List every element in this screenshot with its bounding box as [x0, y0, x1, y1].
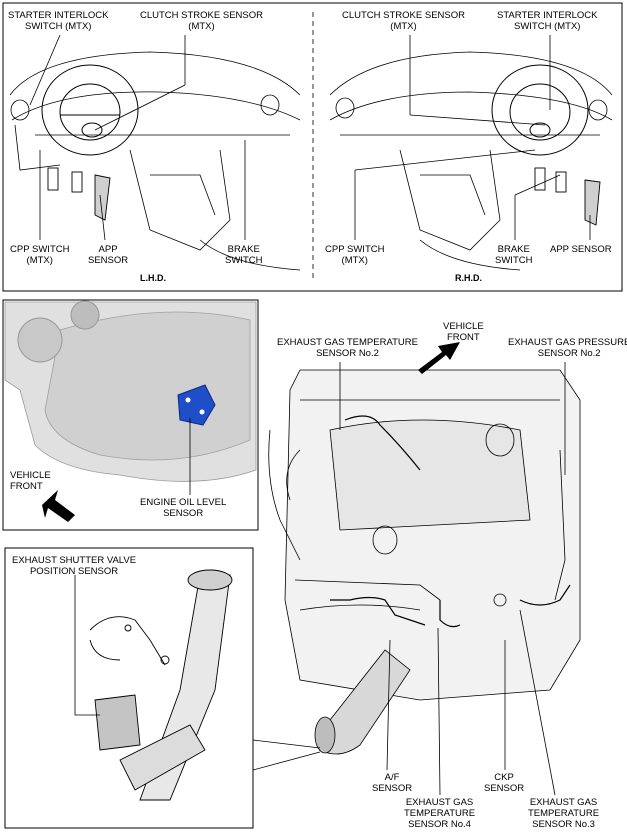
engine-vehicle-front-label: VEHICLE FRONT: [443, 321, 484, 343]
egt-sensor-3-label: EXHAUST GAS TEMPERATURE SENSOR No.3: [528, 797, 600, 830]
engine-wiring: [330, 415, 571, 628]
lhd-steering-wheel: [41, 64, 139, 156]
callout-line-lower: [252, 751, 321, 771]
vehicle-front-arrow-left: [42, 490, 75, 522]
exhaust-shutter-valve-sensor-label: EXHAUST SHUTTER VALVE POSITION SENSOR: [12, 555, 137, 577]
top-leader-lines: [29, 34, 591, 241]
engine-illustration: [268, 369, 581, 701]
ckp-sensor-label: CKP SENSOR: [484, 772, 525, 794]
top-panel-frame: [2, 2, 623, 292]
lhd-dashboard: [9, 51, 301, 271]
lhd-pedals: [47, 167, 111, 221]
rhd-pedals: [534, 167, 601, 226]
oil-level-sensor-highlight: [177, 384, 216, 426]
rhd-app-sensor-label: APP SENSOR: [550, 244, 612, 255]
shutter-sensor-leader: [74, 575, 100, 716]
rhd-brake-switch-label: BRAKE SWITCH: [495, 244, 533, 266]
lhd-cpp-switch-label: CPP SWITCH (MTX): [10, 244, 70, 266]
shutter-valve-illustration: [89, 569, 233, 801]
lhd-clutch-stroke-label: CLUTCH STROKE SENSOR (MTX): [140, 10, 263, 32]
lhd-starter-interlock-label: STARTER INTERLOCK SWITCH (MTX): [8, 10, 109, 32]
oil-vehicle-front-label: VEHICLE FRONT: [10, 470, 51, 492]
egp-sensor-2-label: EXHAUST GAS PRESSURE SENSOR No.2: [508, 337, 627, 359]
vehicle-front-arrow-engine: [418, 342, 460, 374]
rhd-steering-wheel: [491, 64, 589, 156]
egt-sensor-4-label: EXHAUST GAS TEMPERATURE SENSOR No.4: [404, 797, 476, 830]
rhd-label: R.H.D.: [455, 273, 482, 283]
callout-line-upper: [252, 739, 321, 749]
egt-sensor-2-label: EXHAUST GAS TEMPERATURE SENSOR No.2: [277, 337, 418, 359]
rhd-clutch-stroke-label: CLUTCH STROKE SENSOR (MTX): [342, 10, 465, 32]
engine-leader-lines: [339, 362, 566, 796]
rhd-cpp-switch-label: CPP SWITCH (MTX): [325, 244, 385, 266]
exhaust-pipe-engine: [314, 649, 411, 755]
lhd-app-sensor-label: APP SENSOR: [88, 244, 129, 266]
lhd-label: L.H.D.: [140, 273, 166, 283]
rhd-dashboard: [329, 51, 613, 271]
engine-oil-level-sensor-label: ENGINE OIL LEVEL SENSOR: [140, 497, 227, 519]
af-sensor-label: A/F SENSOR: [372, 772, 413, 794]
lhd-brake-switch-label: BRAKE SWITCH: [225, 244, 263, 266]
rhd-starter-interlock-label: STARTER INTERLOCK SWITCH (MTX): [497, 10, 598, 32]
